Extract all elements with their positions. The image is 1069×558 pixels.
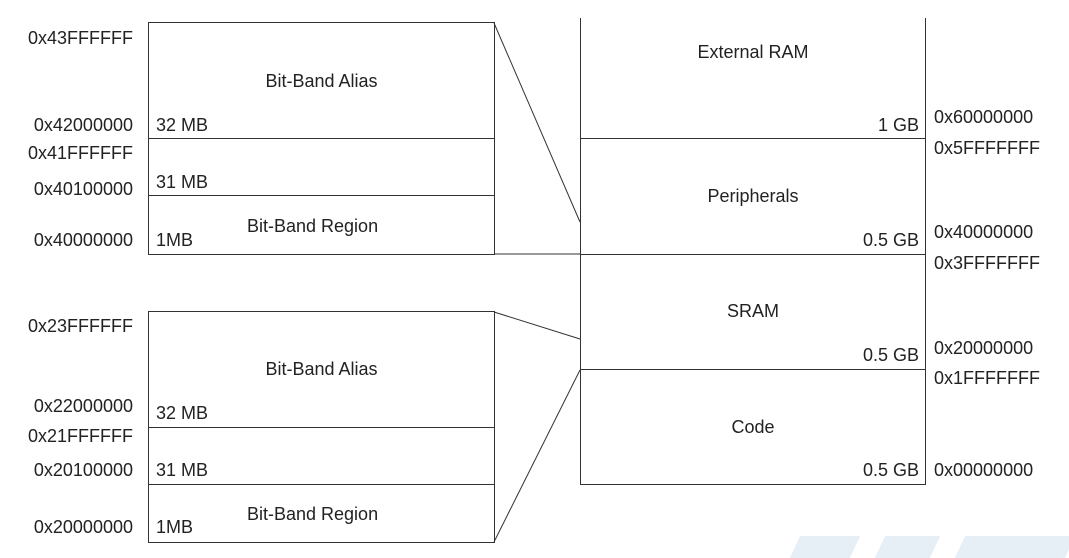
memory-address-label: 0x3FFFFFFF (934, 253, 1040, 273)
top-alias-label: Bit-Band Alias (265, 71, 378, 91)
memory-address-label: 0x60000000 (934, 107, 1034, 127)
region-divider (580, 138, 926, 139)
connector-line (493, 311, 581, 340)
connector-line (493, 22, 581, 223)
bottom-region-box (148, 484, 495, 543)
memory-map-right-edge (925, 18, 926, 485)
bottom-region-size: 1MB (156, 517, 194, 537)
bottom-alias-size: 32 MB (156, 403, 209, 423)
bottom-gap-size: 31 MB (156, 460, 209, 480)
address-label: 0x40000000 (33, 230, 133, 250)
memory-address-label: 0x00000000 (934, 460, 1034, 480)
region-divider (580, 484, 926, 485)
region-code-label: Code (731, 417, 775, 437)
region-sram-label: SRAM (726, 301, 779, 321)
memory-address-label: 0x1FFFFFFF (934, 368, 1040, 388)
address-label: 0x20100000 (33, 460, 133, 480)
region-external-ram-size: 1 GB (877, 115, 919, 135)
address-label: 0x43FFFFFF (27, 28, 133, 48)
memory-address-label: 0x5FFFFFFF (934, 138, 1040, 158)
memory-map-left-edge (580, 18, 581, 485)
top-alias-box (148, 22, 495, 139)
address-label: 0x23FFFFFF (27, 316, 133, 336)
bottom-alias-label: Bit-Band Alias (265, 359, 378, 379)
top-region-box (148, 195, 495, 255)
address-label: 0x42000000 (33, 115, 133, 135)
bottom-region-label: Bit-Band Region (247, 504, 379, 524)
region-external-ram-label: External RAM (697, 42, 809, 62)
connector-line (493, 369, 581, 543)
address-label: 0x41FFFFFF (27, 143, 133, 163)
region-divider (580, 254, 926, 255)
memory-address-label: 0x20000000 (934, 338, 1034, 358)
region-divider (580, 369, 926, 370)
top-region-size: 1MB (156, 230, 194, 250)
address-label: 0x21FFFFFF (27, 426, 133, 446)
region-peripherals-size: 0.5 GB (862, 230, 919, 250)
top-gap-box (148, 138, 495, 196)
bottom-alias-box (148, 311, 495, 428)
top-gap-size: 31 MB (156, 172, 209, 192)
address-label: 0x40100000 (33, 179, 133, 199)
memory-address-label: 0x40000000 (934, 222, 1034, 242)
region-peripherals-label: Peripherals (707, 186, 799, 206)
bottom-gap-box (148, 427, 495, 485)
region-code-size: 0.5 GB (862, 460, 919, 480)
address-label: 0x22000000 (33, 396, 133, 416)
top-alias-size: 32 MB (156, 115, 209, 135)
address-label: 0x20000000 (33, 517, 133, 537)
top-region-label: Bit-Band Region (247, 216, 379, 236)
region-sram-size: 0.5 GB (862, 345, 919, 365)
